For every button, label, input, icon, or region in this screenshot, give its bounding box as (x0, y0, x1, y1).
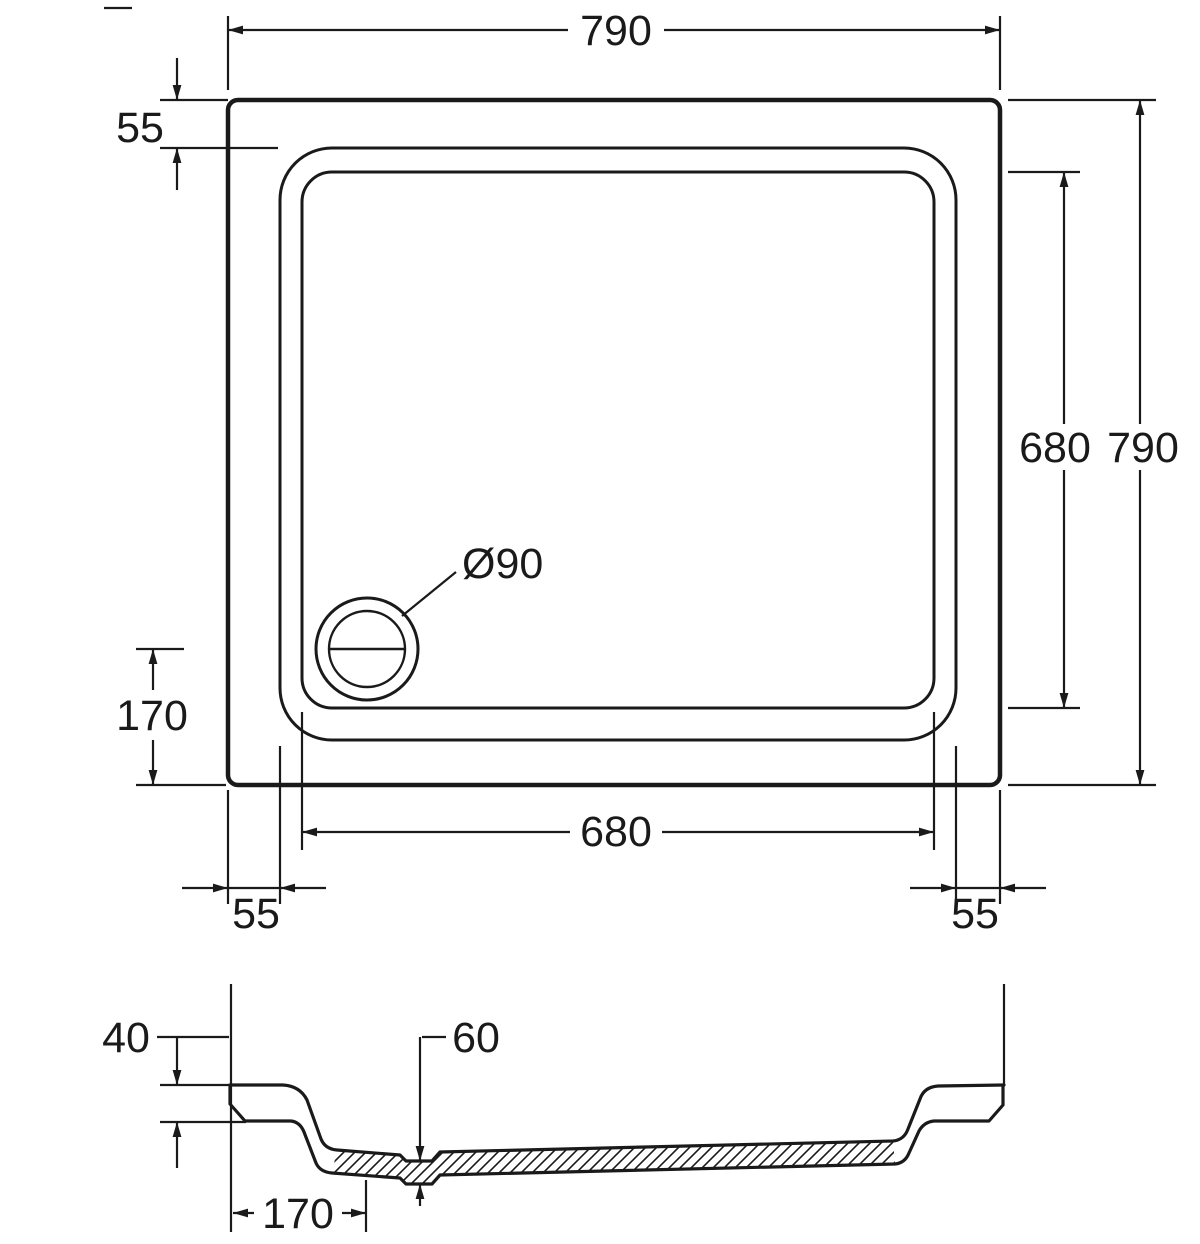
dim-label-rim-offset-top: 55 (116, 104, 164, 152)
dim-label-inner-length-right: 680 (1019, 424, 1091, 472)
label-bg (254, 1190, 342, 1236)
label-bg (1098, 424, 1188, 470)
dim-label-overall-height-right: 790 (1107, 424, 1179, 472)
label-bg (568, 6, 664, 54)
drain-leader-line (401, 571, 457, 617)
dim-label-drain-offset-bottom: 170 (116, 692, 188, 740)
drain-inner-circle (327, 609, 407, 689)
dim-label-depth-at-drain: 60 (452, 1014, 500, 1062)
drain-outer-circle (314, 596, 420, 702)
tray-rim-outline (278, 146, 958, 742)
drain-diameter-label: Ø90 (462, 540, 543, 588)
dim-rim-offset-bottom-left (182, 746, 326, 904)
dim-label-drain-offset-left: 170 (262, 1190, 334, 1238)
dim-depth-at-drain (415, 1035, 446, 1206)
dim-overall-width-top (104, 6, 1002, 90)
section-view: 40 60 170 (102, 984, 1006, 1238)
label-bg (118, 691, 188, 737)
dim-drain-offset-bottom (136, 647, 226, 787)
dim-rim-height (157, 1035, 246, 1168)
plan-view: 790 55 680 790 170 Ø90 680 55 55 (104, 6, 1188, 938)
label-bg (1016, 424, 1094, 470)
dim-rim-offset-bottom-right (910, 746, 1046, 904)
dim-overall-height-right (1008, 98, 1156, 787)
tray-floor-outline (300, 170, 936, 710)
dim-label-overall-width-top: 790 (580, 7, 652, 55)
tray-outer-outline (225, 97, 1003, 788)
dim-label-inner-width-bottom: 680 (580, 808, 652, 856)
dim-label-rim-offset-bottom-right: 55 (951, 890, 999, 938)
dim-label-rim-offset-bottom-left: 55 (232, 890, 280, 938)
dim-inner-width-bottom (300, 712, 936, 850)
label-bg (570, 808, 662, 854)
dim-inner-length-right (1008, 170, 1080, 710)
dim-label-rim-height: 40 (102, 1014, 150, 1062)
dim-rim-offset-top (160, 58, 278, 190)
